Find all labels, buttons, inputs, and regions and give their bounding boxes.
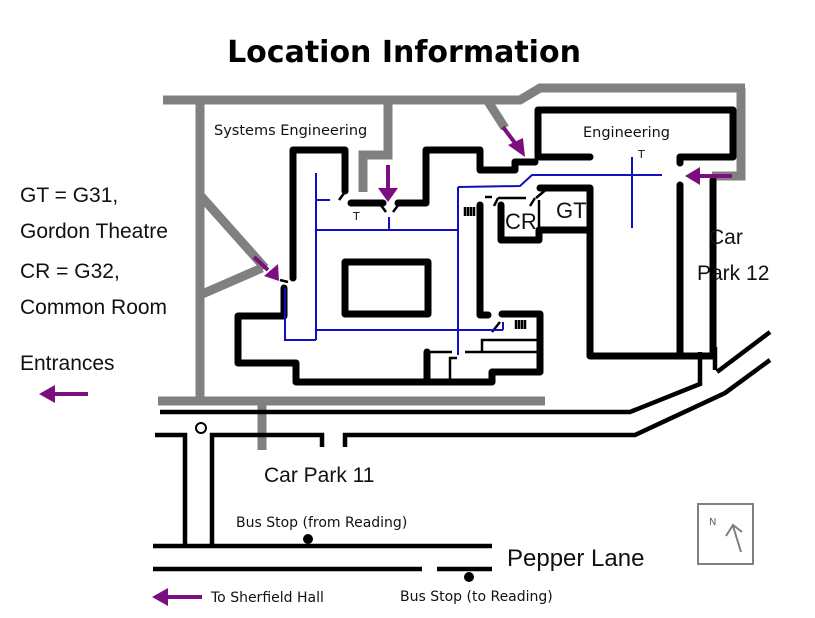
gordon-theatre-label: GT — [556, 198, 587, 223]
footpath-east — [712, 88, 746, 181]
car-park-12-line1: Car — [709, 226, 743, 249]
common-room-label: CR — [505, 209, 537, 234]
road-south-edge — [155, 432, 188, 545]
road-north-edge — [160, 352, 703, 415]
entrance-arrow-engineering-east — [685, 167, 732, 185]
compass: N — [697, 503, 754, 565]
wall — [497, 176, 717, 360]
legend-gt-line2: Gordon Theatre — [20, 220, 168, 243]
legend-cr-line2: Common Room — [20, 296, 167, 319]
road-ne-spur — [715, 330, 772, 374]
footpath-west-diagonal-upper — [196, 192, 269, 271]
wall — [476, 201, 492, 319]
systems-engineering-label: Systems Engineering — [214, 123, 367, 139]
engineering-building — [511, 106, 737, 360]
footpath-systems-entrance — [358, 100, 393, 192]
toilet-marker: T — [637, 148, 645, 161]
footpath-engineering-diagonal — [483, 97, 509, 131]
wall — [394, 146, 519, 207]
entrance-arrow-west — [252, 255, 279, 281]
road-south-edge — [342, 358, 772, 447]
bus-stop-to-reading-label: Bus Stop (to Reading) — [400, 589, 553, 605]
stairs-icon — [463, 207, 476, 216]
entrance-arrow-engineering-west — [501, 125, 525, 157]
footpaths — [158, 83, 746, 450]
road-south-edge — [209, 432, 325, 545]
pepper-lane-label: Pepper Lane — [507, 545, 644, 572]
wall — [426, 310, 544, 386]
map-title: Location Information — [227, 35, 581, 70]
legend-gt-line1: GT = G31, — [20, 184, 118, 207]
car-park-12-line2: Park 12 — [697, 262, 769, 285]
to-sherfield-arrow — [152, 588, 202, 606]
bus-stop-to-reading-icon — [464, 572, 474, 582]
north-arrow-icon — [725, 523, 743, 553]
roads — [153, 330, 772, 572]
door — [535, 187, 549, 199]
to-sherfield-hall-label: To Sherfield Hall — [210, 590, 324, 606]
bus-stop-from-reading-icon — [303, 534, 313, 544]
wall — [289, 146, 349, 282]
legend-entrances: Entrances — [20, 352, 115, 375]
car-park-11-label: Car Park 11 — [264, 464, 375, 487]
door — [492, 197, 500, 207]
entrances-legend-arrow — [39, 385, 88, 403]
legend-cr-line1: CR = G32, — [20, 260, 120, 283]
roundabout-icon — [195, 422, 207, 434]
wall — [234, 284, 434, 386]
compass-north-label: N — [709, 517, 716, 528]
entrance-arrows — [39, 125, 732, 606]
toilet-marker: T — [352, 210, 360, 223]
engineering-label: Engineering — [583, 125, 670, 141]
walking-routes — [284, 157, 662, 355]
compass-frame — [697, 503, 754, 565]
stairs-icon — [514, 320, 527, 329]
courtyard — [341, 258, 432, 318]
bus-stop-from-reading-label: Bus Stop (from Reading) — [236, 515, 407, 531]
lecture-rooms-block — [485, 176, 717, 360]
wall — [534, 106, 737, 167]
footpath-west-diagonal-lower — [198, 263, 264, 300]
wall — [536, 184, 594, 234]
footpath-north — [163, 83, 745, 105]
entrance-arrow-systems — [378, 165, 398, 202]
door — [528, 197, 537, 207]
